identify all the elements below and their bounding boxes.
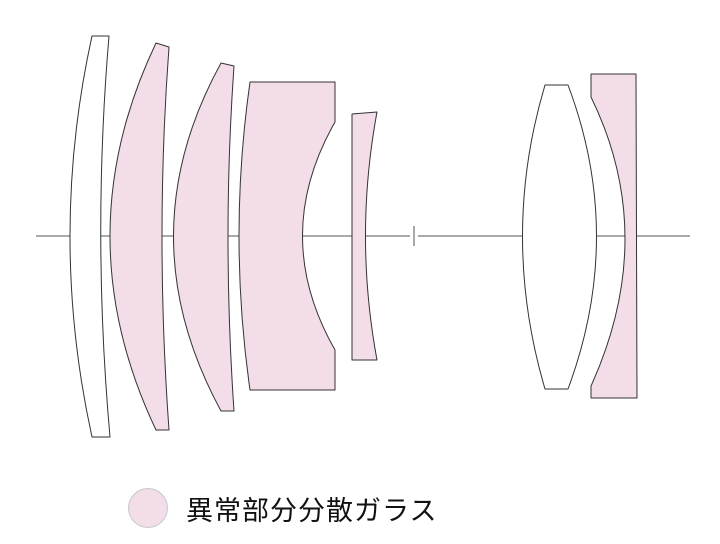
legend-swatch: [128, 488, 168, 528]
lens-element-6: [522, 84, 597, 390]
lens-element-1: [69, 35, 111, 438]
lens-element-5: [351, 111, 378, 361]
legend-label: 異常部分分散ガラス: [186, 495, 438, 527]
lens-element-3: [173, 62, 235, 412]
lens-element-2: [109, 42, 170, 431]
lens-construction-diagram: [36, 35, 690, 438]
lens-element-4: [238, 81, 336, 391]
lens-element-7: [590, 73, 638, 399]
legend: 異常部分分散ガラス: [128, 486, 437, 530]
